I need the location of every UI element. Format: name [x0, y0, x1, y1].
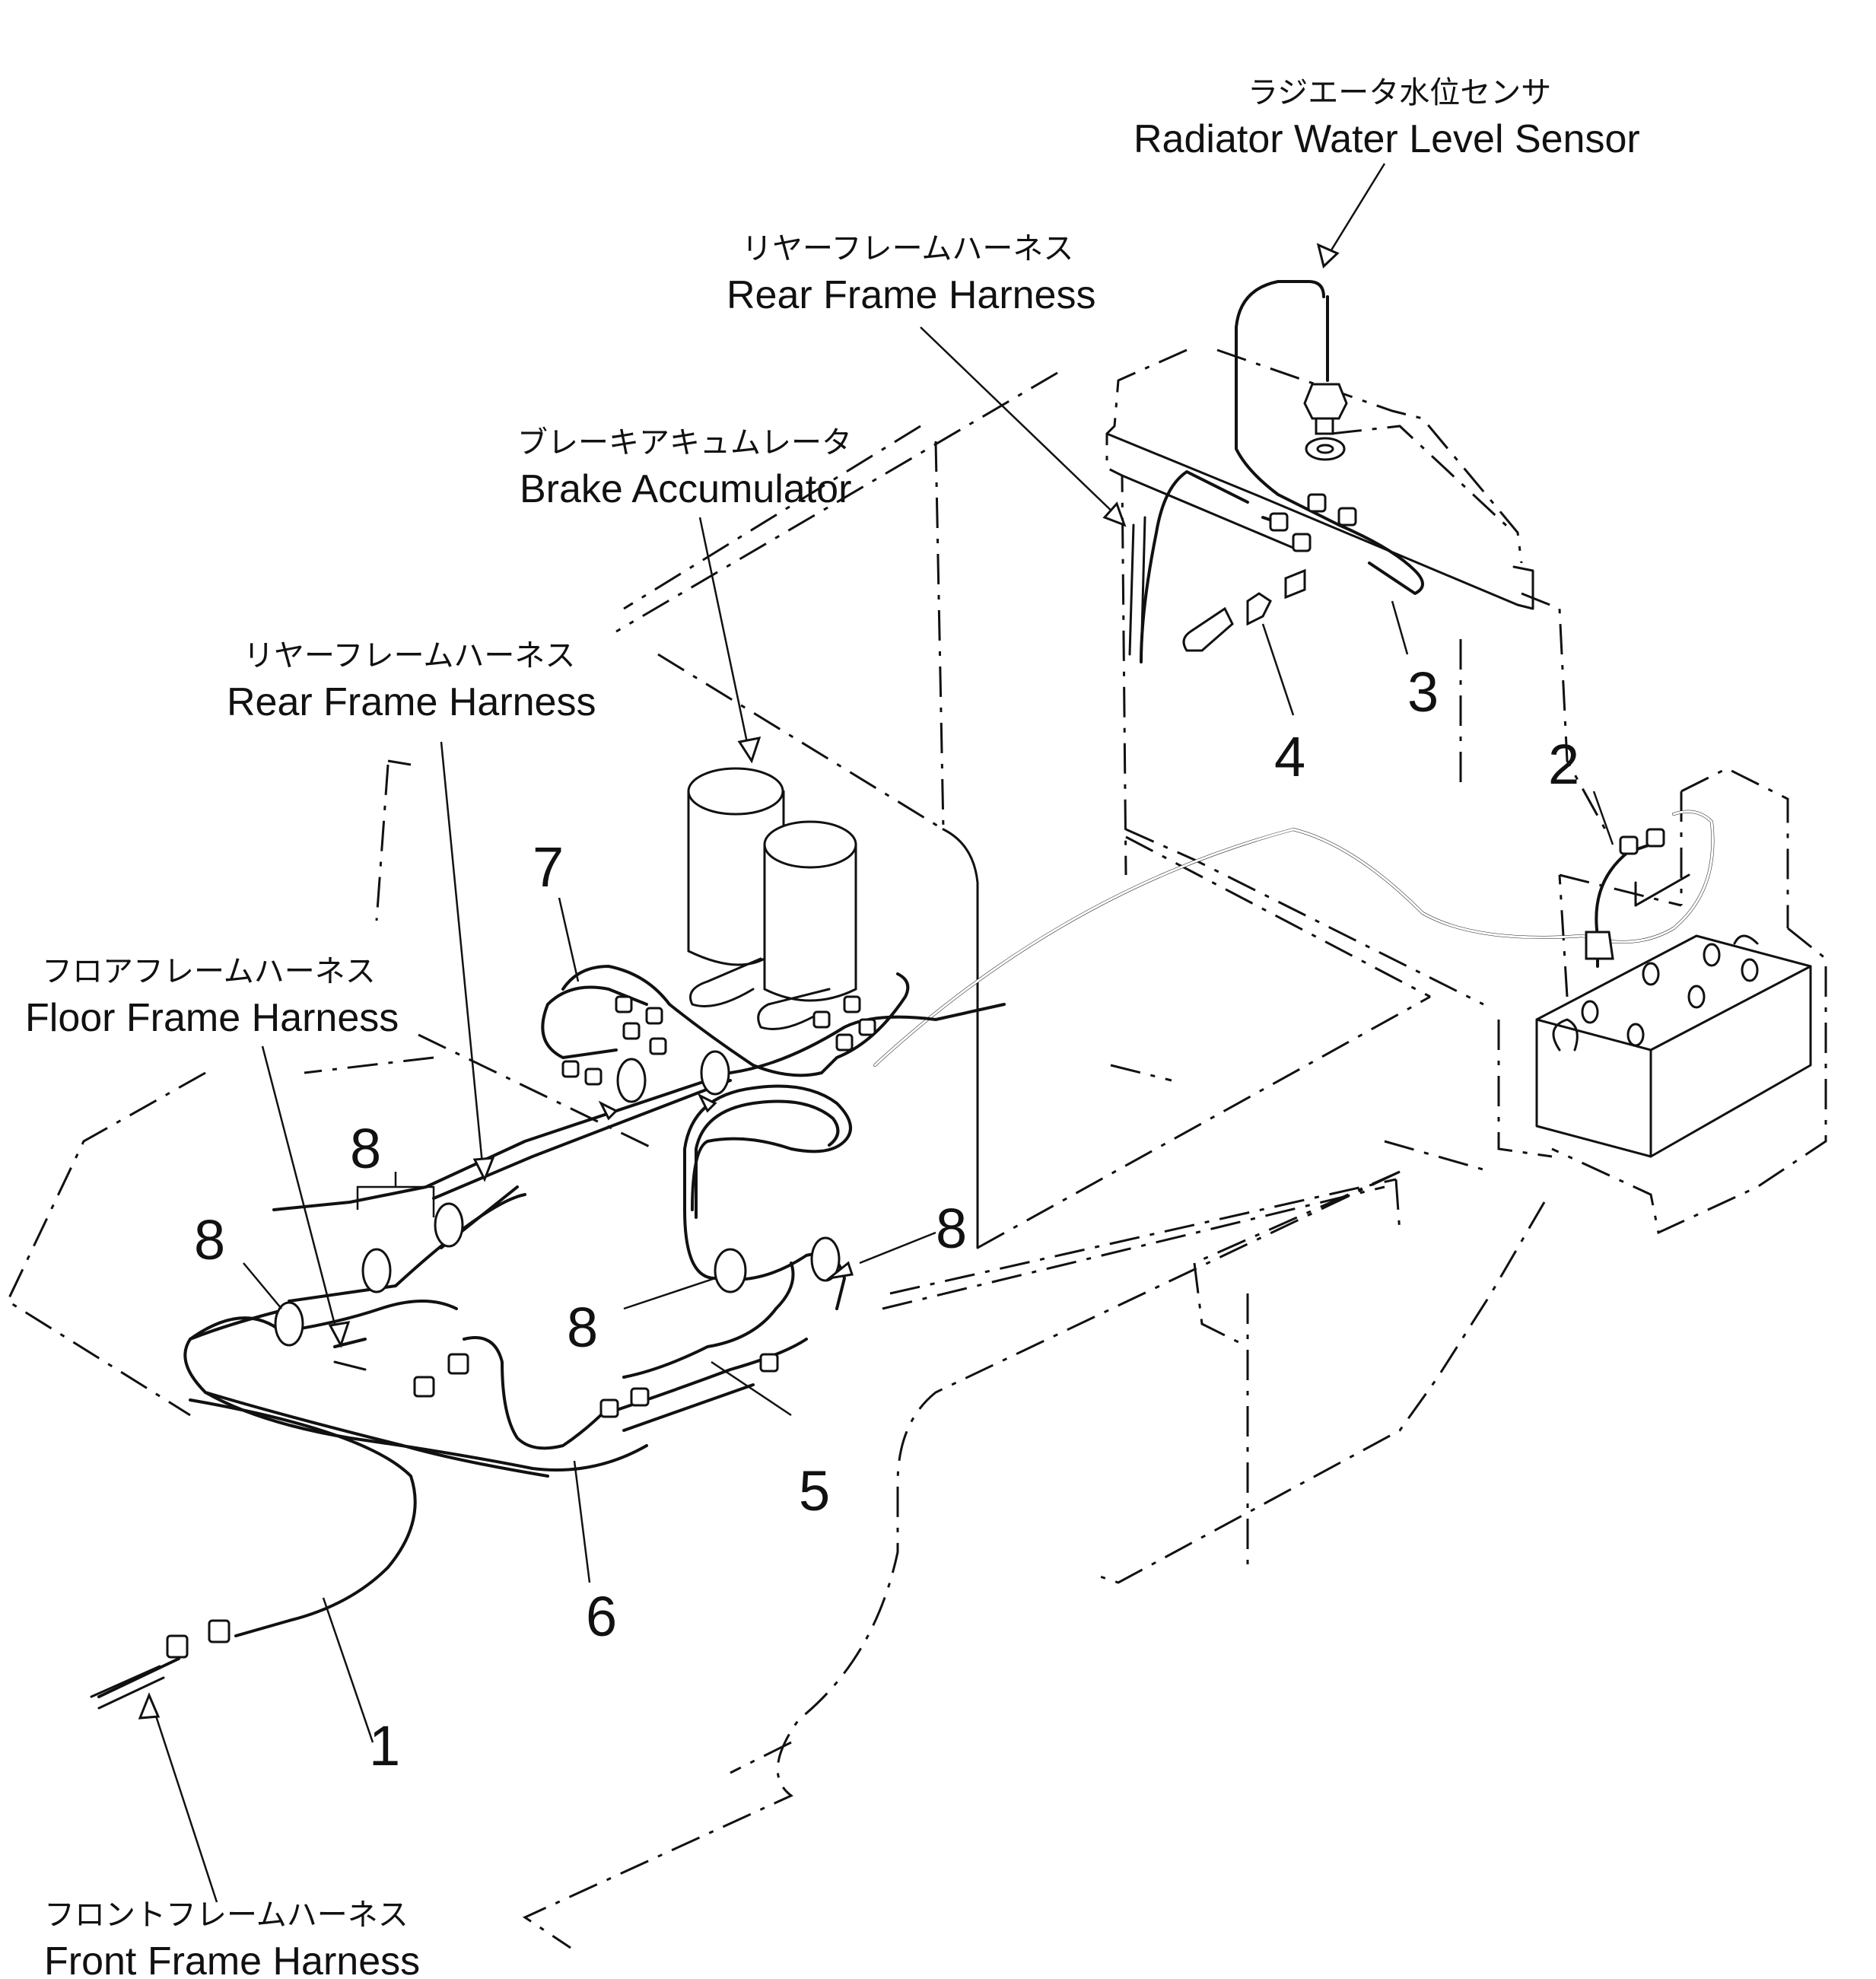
radiator-outline: [1105, 348, 1607, 1006]
callout-1: 1: [369, 1714, 400, 1777]
callout-3: 3: [1407, 660, 1439, 724]
arrow-head-rear-mid: [472, 1157, 495, 1182]
brake-accumulator-jp: ブレーキアキュムレータ: [517, 425, 852, 460]
arrow-head-floor: [328, 1321, 351, 1348]
callout-2: 2: [1548, 733, 1579, 796]
arrow-head-front: [138, 1692, 161, 1720]
floor-frame-harness-jp: フロアフレームハーネス: [42, 954, 376, 989]
arrow-head-rear-top: [1102, 501, 1127, 527]
frame-outline: [6, 371, 1546, 1949]
label-rear-frame-harness-top: リヤーフレームハーネス Rear Frame Harness: [727, 231, 1095, 317]
rear-frame-harness-mid-jp: リヤーフレームハーネス: [243, 638, 575, 673]
arrow-head-accumulator: [737, 737, 762, 764]
rear-frame-harness-mid-en: Rear Frame Harness: [227, 680, 596, 724]
label-brake-accumulator: ブレーキアキュムレータ Brake Accumulator: [517, 425, 852, 511]
label-radiator-sensor: ラジエータ水位センサ Radiator Water Level Sensor: [1134, 75, 1640, 161]
brake-accumulator-en: Brake Accumulator: [520, 467, 851, 511]
callout-8-upper: 8: [350, 1117, 381, 1180]
rear-frame-harness-top-jp: リヤーフレームハーネス: [742, 231, 1073, 266]
arrow-head-radiator: [1316, 243, 1340, 269]
battery-box: [1497, 767, 1827, 1235]
connectors: [166, 383, 1665, 1659]
callout-8-center: 8: [567, 1296, 598, 1359]
brake-accumulators: [687, 767, 857, 1030]
callout-7: 7: [533, 835, 564, 899]
label-rear-frame-harness-mid: リヤーフレームハーネス Rear Frame Harness: [227, 638, 596, 724]
callout-6: 6: [586, 1585, 617, 1648]
harness-lines: [90, 280, 1715, 1710]
callout-8-left: 8: [194, 1208, 225, 1271]
front-frame-harness-jp: フロントフレームハーネス: [44, 1898, 409, 1933]
callout-8-right: 8: [936, 1197, 967, 1260]
leader-lines: [138, 163, 1614, 1903]
floor-frame-harness-en: Floor Frame Harness: [25, 996, 399, 1040]
label-floor-frame-harness: フロアフレームハーネス Floor Frame Harness: [25, 954, 399, 1040]
radiator-sensor-jp: ラジエータ水位センサ: [1248, 75, 1551, 110]
label-front-frame-harness: フロントフレームハーネス Front Frame Harness: [44, 1898, 420, 1979]
rear-frame-harness-top-en: Rear Frame Harness: [727, 273, 1095, 317]
front-frame-harness-en: Front Frame Harness: [44, 1939, 420, 1979]
callout-numbers: 1 2 3 4 5 6 7 8 8 8 8: [194, 660, 1579, 1777]
callout-5: 5: [799, 1459, 830, 1522]
callout-4: 4: [1274, 725, 1305, 788]
radiator-sensor-en: Radiator Water Level Sensor: [1134, 117, 1640, 161]
